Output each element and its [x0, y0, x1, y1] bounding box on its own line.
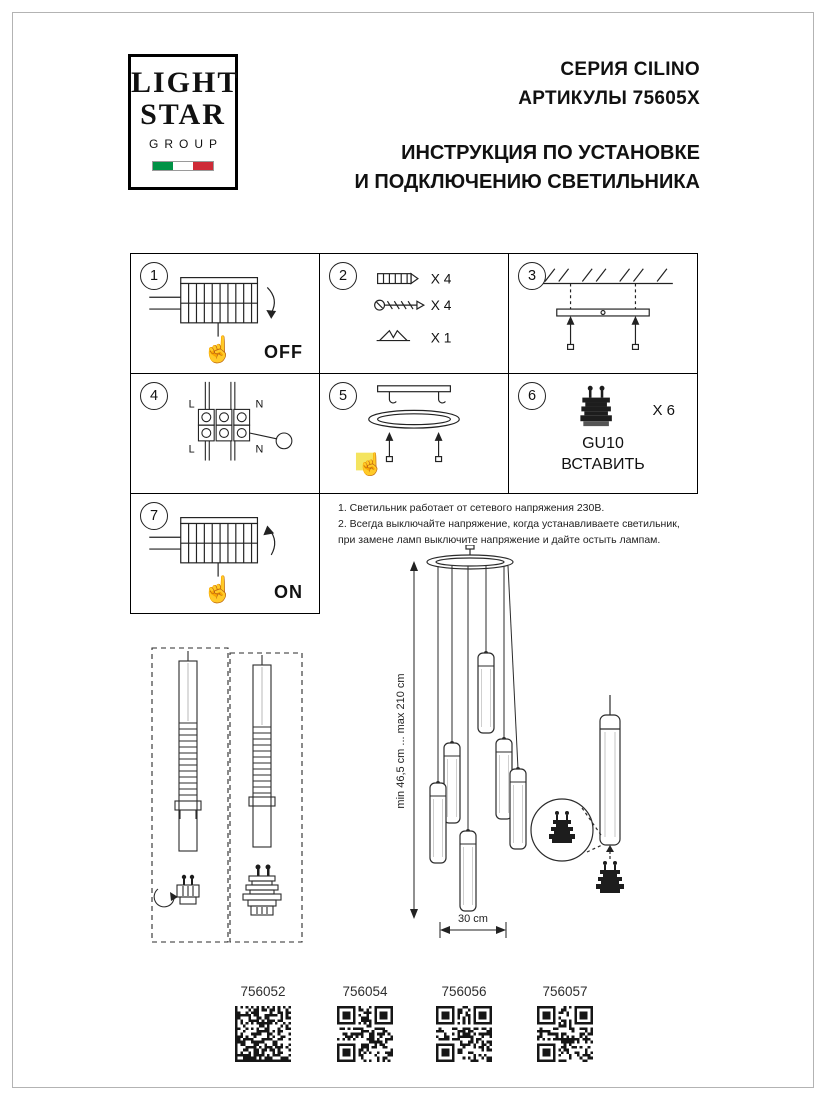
hand-icon: ☝: [202, 334, 234, 365]
power-off-label: OFF: [264, 342, 303, 362]
articles: АРТИКУЛЫ 75605X: [518, 87, 700, 109]
step-6-cell: 6 X 6 GU10 ВСТАВИТЬ: [508, 373, 698, 494]
lightstar-logo: LIGHT STAR GROUP: [128, 54, 238, 190]
gu10-bulb-drawing: [580, 385, 612, 427]
qr-code: [235, 1006, 291, 1062]
logo-text-group: GROUP: [148, 137, 223, 151]
qr-code: [337, 1006, 393, 1062]
step-3-cell: 3: [508, 253, 698, 374]
bulb-zoom-detail: [530, 695, 624, 893]
wire-label-l-bottom: L: [189, 444, 195, 456]
bulb-install-detail-panels: [151, 647, 303, 943]
height-dimension-label: min 46,5 cm ... max 210 cm: [395, 673, 407, 808]
socket-type-label: GU10: [582, 435, 624, 452]
qr-code: [436, 1006, 492, 1062]
step-7-cell: 7 ☝ ON: [130, 493, 320, 614]
step-5-cell: 5 ☝: [319, 373, 509, 494]
highlight-pad: [355, 452, 374, 471]
step-4-cell: 4 L N L N: [130, 373, 320, 494]
gu10-bulb-icon: [596, 861, 624, 893]
step-1-cell: 1 ☝ OFF: [130, 253, 320, 374]
insert-action-label: ВСТАВИТЬ: [561, 456, 645, 473]
screw-count: X 4: [431, 298, 452, 313]
bracket-count: X 1: [431, 331, 452, 346]
gu10-bulb-icon: [549, 811, 575, 843]
bulb-count: X 6: [652, 402, 675, 419]
note-line: 1. Светильник работает от сетевого напря…: [338, 502, 605, 514]
width-dimension-label: 30 cm: [458, 913, 488, 925]
safety-notes: 1. Светильник работает от сетевого напря…: [338, 501, 688, 548]
step-3-number: 3: [518, 262, 546, 290]
page-title: ИНСТРУКЦИЯ ПО УСТАНОВКЕ И ПОДКЛЮЧЕНИЮ СВ…: [290, 139, 700, 197]
assembly-diagram: min 46,5 cm ... max 210 cm 30 cm: [151, 545, 624, 943]
step-6-number: 6: [518, 382, 546, 410]
title-line-2: И ПОДКЛЮЧЕНИЮ СВЕТИЛЬНИКА: [354, 171, 700, 193]
note-line: при замене ламп выключите напряжение и д…: [338, 533, 661, 546]
logo-text-star: STAR: [140, 97, 226, 131]
terminal-off-drawing: ☝: [149, 277, 277, 365]
terminal-on-drawing: ☝: [149, 517, 276, 605]
step-4-number: 4: [140, 382, 168, 410]
step-2-number: 2: [329, 262, 357, 290]
qr-code: [537, 1006, 593, 1062]
title-line-1: ИНСТРУКЦИЯ ПО УСТАНОВКЕ: [401, 142, 700, 164]
hardware-parts-drawing: X 4 X 4 X 1: [374, 272, 452, 346]
power-on-label: ON: [274, 582, 303, 602]
gu10-bulb-icon: [580, 385, 612, 427]
hand-icon: ☝: [202, 574, 234, 605]
qr-label: 756056: [441, 984, 487, 999]
qr-label: 756054: [342, 984, 388, 999]
wiring-drawing: L N L N: [189, 381, 293, 461]
width-dimension: 30 cm: [439, 913, 507, 938]
pendant-cluster-drawing: [429, 565, 527, 912]
qr-label: 756052: [240, 984, 286, 999]
italian-flag-icon: [152, 161, 214, 171]
wire-label-l-top: L: [189, 398, 195, 410]
series-header: СЕРИЯ CILINO АРТИКУЛЫ 75605X: [290, 56, 700, 113]
step-7-number: 7: [140, 502, 168, 530]
note-line: 2. Всегда выключайте напряжение, когда у…: [338, 517, 680, 530]
step-5-number: 5: [329, 382, 357, 410]
ceiling-canopy-drawing: [426, 545, 514, 570]
wire-label-n-top: N: [255, 398, 263, 410]
step-1-number: 1: [140, 262, 168, 290]
qr-label: 756057: [542, 984, 588, 999]
logo-text-light: LIGHT: [131, 66, 240, 99]
height-dimension: min 46,5 cm ... max 210 cm: [395, 561, 418, 919]
step-2-cell: 2 X 4 X 4 X 1: [319, 253, 509, 374]
hand-icon: ☝: [357, 450, 384, 477]
ceiling-mount-drawing: [533, 268, 673, 350]
wire-label-n-bottom: N: [255, 444, 263, 456]
series-name: СЕРИЯ CILINO: [560, 59, 700, 80]
canopy-mount-drawing: ☝: [355, 385, 460, 477]
anchor-count: X 4: [431, 272, 452, 287]
